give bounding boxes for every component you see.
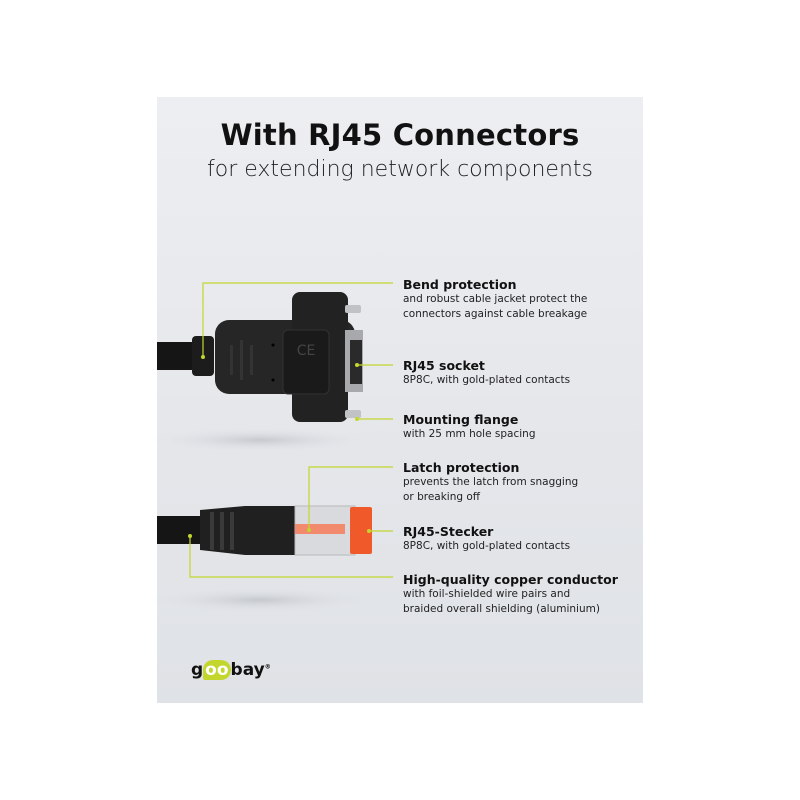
callout-text: braided overall shielding (aluminium) [403, 603, 600, 615]
rj45-socket-connector: CE [157, 292, 363, 422]
callout-text: or breaking off [403, 491, 481, 503]
registered-mark: ® [264, 663, 271, 671]
callout-text: 8P8C, with gold-plated contacts [403, 374, 571, 386]
callout-text: with 25 mm hole spacing [403, 428, 536, 440]
callout-title: RJ45-Stecker [403, 524, 494, 539]
callout-title: Mounting flange [403, 412, 519, 427]
callout-text: and robust cable jacket protect the [403, 293, 588, 305]
callout-text: 8P8C, with gold-plated contacts [403, 540, 571, 552]
callout-rj45-socket: RJ45 socket 8P8C, with gold-plated conta… [403, 358, 570, 388]
logo-text: g [191, 660, 204, 680]
rj45-plug-connector [157, 505, 372, 556]
callout-copper-conductor: High-quality copper conductor with foil-… [403, 572, 618, 617]
callout-text: with foil-shielded wire pairs and [403, 588, 571, 600]
callout-mounting-flange: Mounting flange with 25 mm hole spacing [403, 412, 535, 442]
callout-title: Bend protection [403, 277, 517, 292]
callout-latch-protection: Latch protection prevents the latch from… [403, 460, 578, 505]
page-subtitle: for extending network components [207, 157, 593, 182]
callout-title: RJ45 socket [403, 358, 485, 373]
logo-oo: oo [203, 660, 231, 680]
callout-text: prevents the latch from snagging [403, 476, 579, 488]
callout-rj45-stecker: RJ45-Stecker 8P8C, with gold-plated cont… [403, 524, 570, 554]
callout-title: High-quality copper conductor [403, 572, 618, 587]
callout-bend-protection: Bend protection and robust cable jacket … [403, 277, 587, 322]
logo-text: bay [230, 660, 265, 680]
callout-lines [189, 282, 393, 578]
page-title: With RJ45 Connectors [220, 118, 580, 152]
callout-text: connectors against cable breakage [403, 308, 588, 320]
svg-text:CE: CE [297, 343, 316, 359]
callout-title: Latch protection [403, 460, 520, 475]
